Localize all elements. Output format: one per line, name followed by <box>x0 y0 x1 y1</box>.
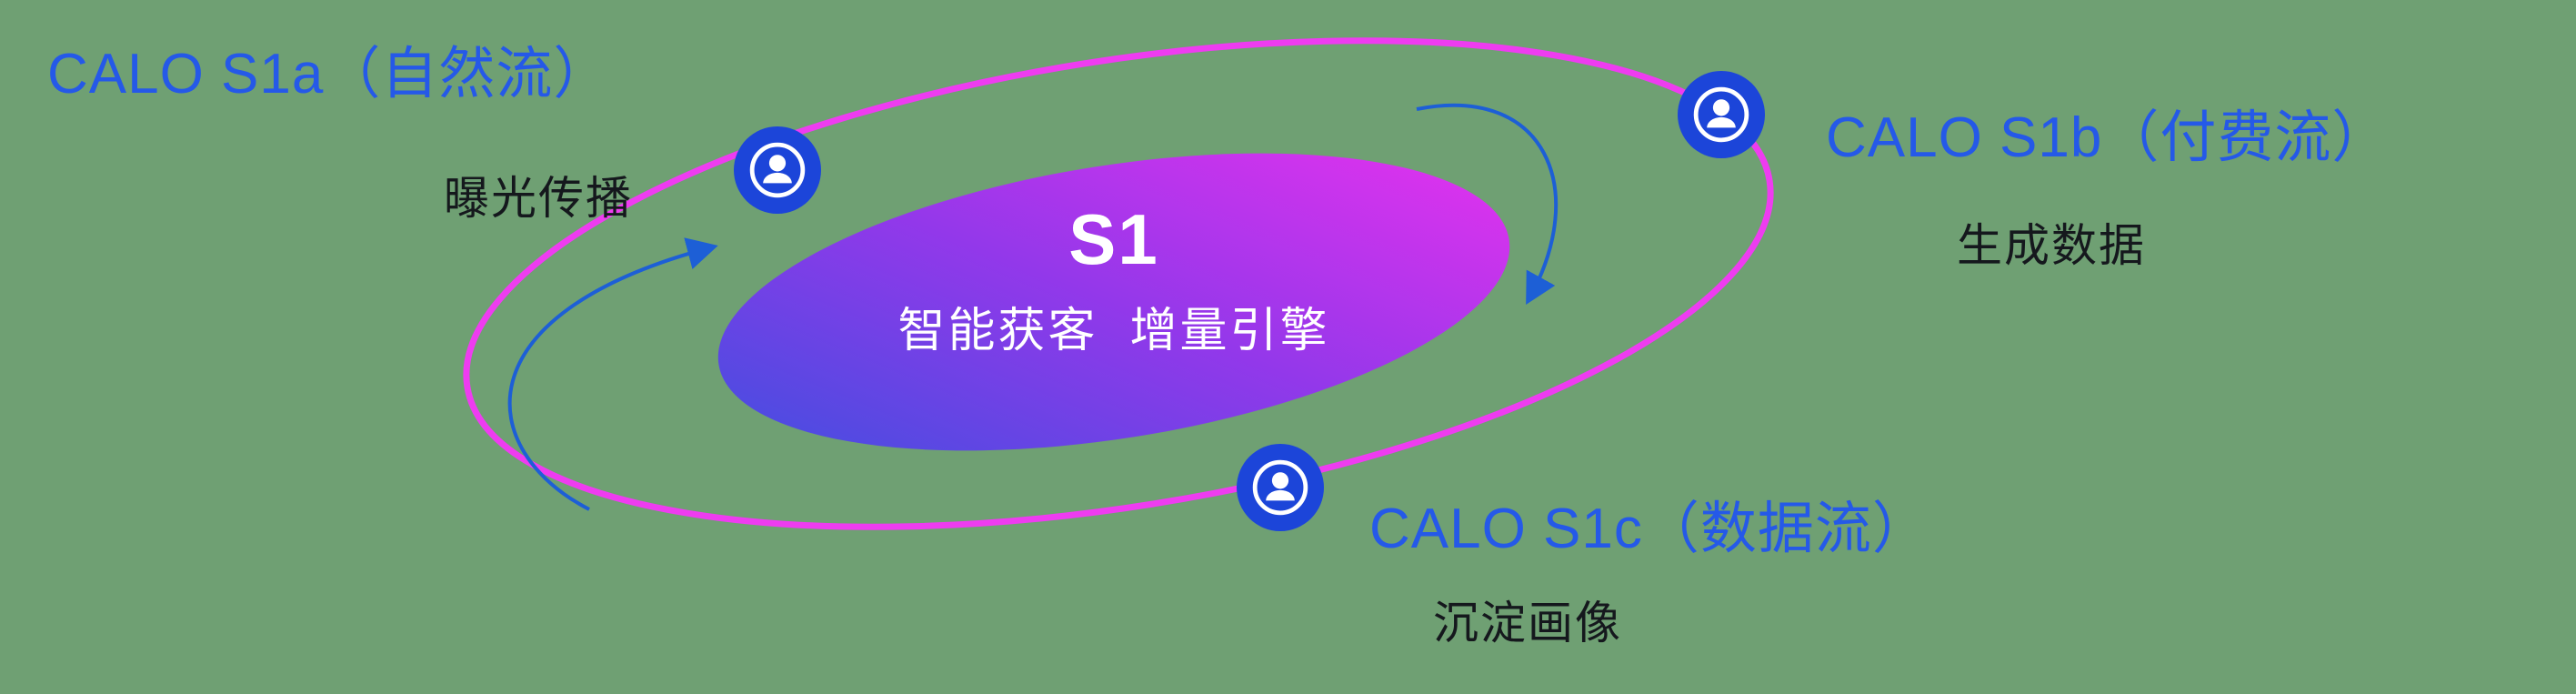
flow-arrow-left <box>507 237 718 511</box>
node-s1b-title: CALO S1b（付费流） <box>1826 106 2390 169</box>
node-s1c <box>1237 444 1324 531</box>
node-s1b-subtitle: 生成数据 <box>1957 220 2146 271</box>
core-ellipse <box>717 153 1510 451</box>
node-s1a <box>734 126 821 214</box>
node-s1a-title: CALO S1a（自然流） <box>47 43 611 106</box>
node-s1c-subtitle: 沉淀画像 <box>1433 598 1622 649</box>
orbit-ring <box>463 37 1774 530</box>
person-icon <box>1237 444 1324 531</box>
node-s1b <box>1678 71 1765 158</box>
node-s1c-title: CALO S1c（数据流） <box>1369 498 1929 560</box>
core-subtitle: 智能获客 增量引擎 <box>897 305 1330 357</box>
person-icon <box>1678 71 1765 158</box>
flow-arrow-right <box>1416 103 1559 306</box>
core-label-group: S1 智能获客 增量引擎 <box>787 198 1441 360</box>
core-title: S1 <box>1068 199 1159 279</box>
person-icon <box>734 126 821 214</box>
node-s1a-subtitle: 曝光传播 <box>444 173 633 224</box>
